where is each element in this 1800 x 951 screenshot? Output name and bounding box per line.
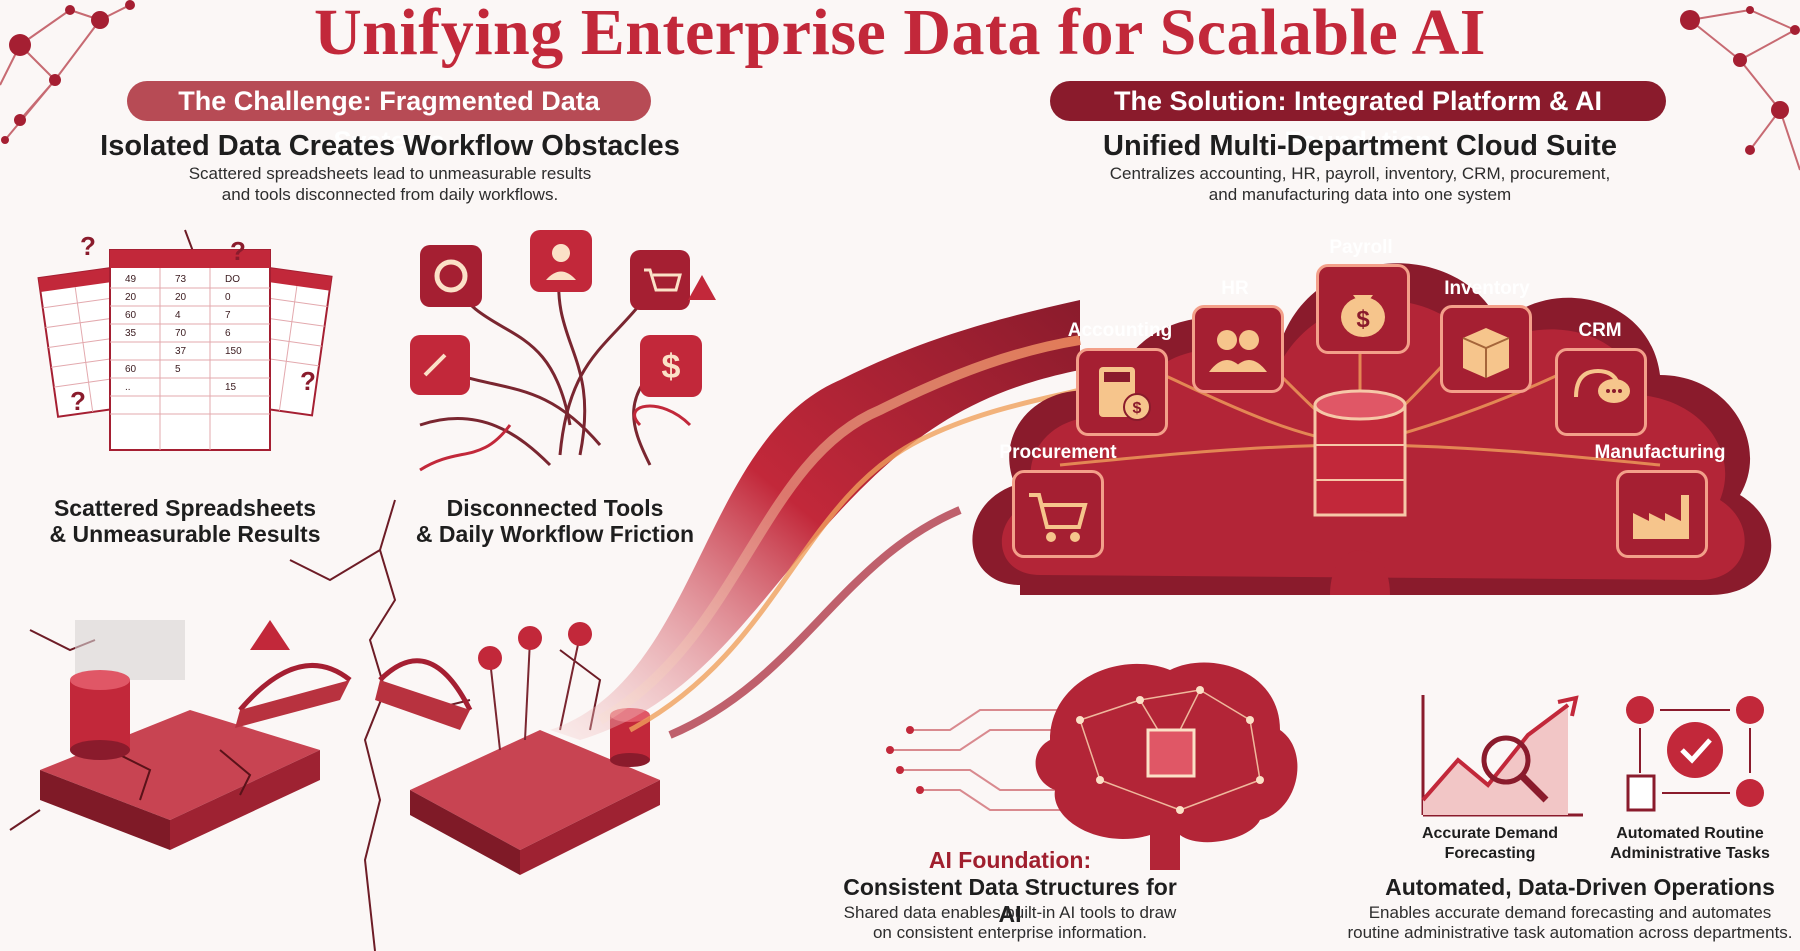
- central-database-icon: [1313, 389, 1407, 517]
- dept-label-hr: HR: [1221, 278, 1249, 299]
- box-icon: [1462, 328, 1510, 378]
- automation-gears-icon: [1626, 696, 1764, 812]
- ai-brain-illustration: [886, 662, 1298, 870]
- spreadsheets-caption-1: Scattered Spreadsheets: [53, 495, 317, 521]
- chip-icon: [1146, 728, 1196, 778]
- dept-label-manufacturing: Manufacturing: [1594, 442, 1726, 463]
- question-mark-icon: ?: [70, 386, 86, 416]
- sheet-cell: 4: [175, 310, 181, 321]
- sheet-cell: 60: [125, 364, 137, 375]
- ai-desc-2: on consistent enterprise information.: [872, 923, 1148, 942]
- cart-tool-tile: [630, 250, 690, 310]
- dept-label-accounting: Accounting: [1067, 320, 1173, 341]
- solution-subtitle-2: and manufacturing data into one system: [1208, 185, 1512, 204]
- sheet-cell: 150: [225, 346, 242, 357]
- question-mark-icon: ?: [80, 231, 96, 261]
- gear-tool-tile: [420, 245, 482, 307]
- tools-caption-1: Disconnected Tools: [446, 495, 664, 521]
- hr-tile: [1192, 305, 1284, 393]
- procurement-tile: [1012, 470, 1104, 558]
- svg-text:$: $: [1133, 400, 1142, 417]
- solution-heading: Unified Multi-Department Cloud Suite: [1103, 130, 1617, 162]
- broken-platforms-illustration: [40, 620, 660, 875]
- payroll-tile: $: [1316, 264, 1410, 354]
- clipboard-icon: [1626, 774, 1656, 812]
- automation-caption-2: Administrative Tasks: [1610, 845, 1770, 862]
- accounting-tile: $: [1076, 348, 1168, 436]
- sheet-cell: 7: [225, 310, 231, 321]
- demand-forecast-chart-icon: [1421, 695, 1583, 817]
- network-decoration-left: [0, 0, 135, 144]
- calculator-icon: $: [1099, 367, 1151, 421]
- dept-label-procurement: Procurement: [999, 442, 1117, 463]
- sheet-cell: 73: [175, 274, 187, 285]
- page-title: Unifying Enterprise Data for Scalable AI: [314, 0, 1486, 69]
- wrench-icon: [423, 353, 447, 377]
- solution-subtitle-1: Centralizes accounting, HR, payroll, inv…: [1109, 164, 1611, 183]
- gear-icon: [434, 259, 468, 293]
- headset-chat-icon: [1574, 368, 1630, 403]
- question-mark-icon: ?: [300, 366, 316, 396]
- dollar-tool-tile: [640, 335, 702, 397]
- sheet-cell: 35: [125, 328, 137, 339]
- disconnected-tools-illustration: $: [410, 230, 716, 472]
- warning-icon: [688, 275, 716, 300]
- challenge-pill: The Challenge: Fragmented Data Systems: [127, 81, 651, 156]
- manufacturing-tile: [1616, 470, 1708, 558]
- dept-label-payroll: Payroll: [1329, 237, 1393, 258]
- user-icon: [552, 244, 570, 262]
- factory-icon: [1633, 495, 1689, 539]
- sheet-cell: 0: [225, 292, 231, 303]
- scattered-spreadsheets-illustration: 49 73 DO 20 20 0 60 4 7 35 70 6 37 150 60 5.. 15 ? ? ? ?: [37, 231, 333, 451]
- automation-caption-1: Automated Routine: [1616, 825, 1764, 842]
- sheet-cell: DO: [225, 274, 240, 285]
- tools-caption-2: & Daily Workflow Friction: [415, 521, 695, 547]
- challenge-subtitle-1: Scattered spreadsheets lead to unmeasura…: [188, 164, 592, 183]
- dept-label-crm: CRM: [1578, 320, 1622, 341]
- ai-foundation-title: AI Foundation:: [928, 847, 1092, 873]
- forecast-caption-1: Accurate Demand: [1421, 825, 1559, 842]
- people-icon: [1209, 330, 1267, 372]
- magnifier-icon: [1481, 735, 1531, 785]
- operations-heading: Automated, Data-Driven Operations: [1385, 874, 1775, 900]
- sheet-cell: 37: [175, 346, 187, 357]
- challenge-subtitle-2: and tools disconnected from daily workfl…: [221, 185, 559, 204]
- checkmark-icon: [1680, 738, 1712, 764]
- forecast-caption-2: Forecasting: [1444, 845, 1536, 862]
- sheet-cell: 20: [125, 292, 137, 303]
- sheet-cell: 60: [125, 310, 137, 321]
- sheet-cell: ..: [125, 382, 131, 393]
- challenge-heading: Isolated Data Creates Workflow Obstacles: [100, 130, 680, 162]
- sheet-cell: 70: [175, 328, 187, 339]
- inventory-tile: [1440, 305, 1532, 393]
- spreadsheets-caption-2: & Unmeasurable Results: [49, 521, 321, 547]
- operations-desc-1: Enables accurate demand forecasting and …: [1368, 903, 1772, 922]
- operations-desc-2: routine administrative task automation a…: [1347, 923, 1793, 942]
- warning-icon: [250, 620, 290, 650]
- sheet-cell: 20: [175, 292, 187, 303]
- data-flow-ribbon: [550, 300, 1081, 740]
- question-mark-icon: ?: [230, 236, 246, 266]
- svg-text:$: $: [1356, 306, 1370, 333]
- ai-desc-1: Shared data enables built-in AI tools to…: [843, 903, 1177, 922]
- tools-tile: [410, 335, 470, 395]
- crm-tile: [1555, 348, 1647, 436]
- sheet-cell: 15: [225, 382, 237, 393]
- ai-foundation-heading: Consistent Data Structures for AI: [843, 874, 1177, 927]
- dept-label-inventory: Inventory: [1444, 278, 1530, 299]
- cart-icon: [1029, 493, 1088, 542]
- sheet-cell: 6: [225, 328, 231, 339]
- sheet-cell: 49: [125, 274, 137, 285]
- database-icon: [70, 670, 130, 760]
- network-decoration-right: [1680, 6, 1800, 171]
- gear-icon: [1667, 722, 1723, 778]
- solution-pill: The Solution: Integrated Platform & AI F…: [1050, 81, 1666, 156]
- sheet-cell: 5: [175, 364, 181, 375]
- cart-icon: [644, 268, 682, 292]
- dollar-icon: $: [662, 348, 681, 386]
- money-bag-icon: $: [1341, 295, 1385, 337]
